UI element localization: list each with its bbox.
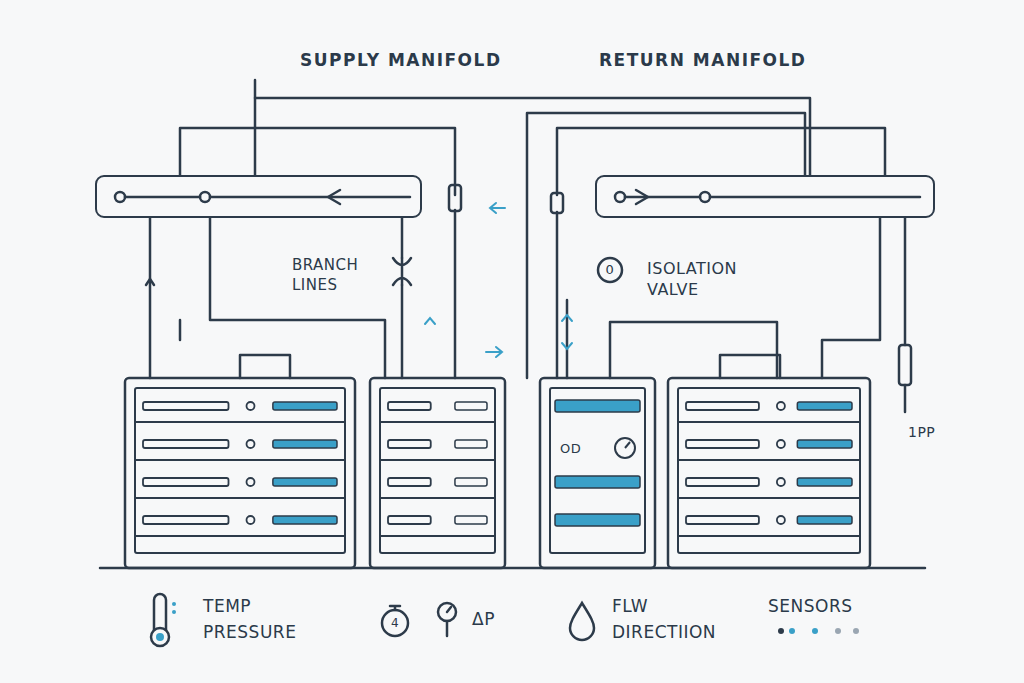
pipe-loop [255, 98, 810, 175]
manifold-heading: RETURN MANIFOLD [599, 50, 806, 70]
manifold-heading: SUPPLY MANIFOLD [300, 50, 502, 70]
callout-label: ISOLATION VALVE [645, 258, 767, 302]
legend-item: ΔP [472, 606, 495, 632]
timer-digit: 4 [391, 616, 399, 632]
legend-text: FLW DIRECTIION [612, 596, 716, 642]
manifold-bar: SUPPLY MANIFOLD [95, 175, 422, 218]
legend-item: FLW DIRECTIION [612, 593, 724, 646]
valve-indicator: 0 [606, 262, 615, 279]
panel-readout: OD [558, 440, 583, 459]
legend-text: ΔP [472, 609, 495, 629]
legend-text: TEMP PRESSURE [203, 596, 296, 642]
sensor-tag: 1PP [906, 422, 937, 442]
callout-label: BRANCH LINES [290, 255, 376, 296]
manifold-bar: RETURN MANIFOLD [595, 175, 935, 218]
legend-item: TEMP PRESSURE [203, 593, 303, 646]
legend-item: SENSORS [768, 593, 853, 619]
legend-text: SENSORS [768, 596, 853, 616]
